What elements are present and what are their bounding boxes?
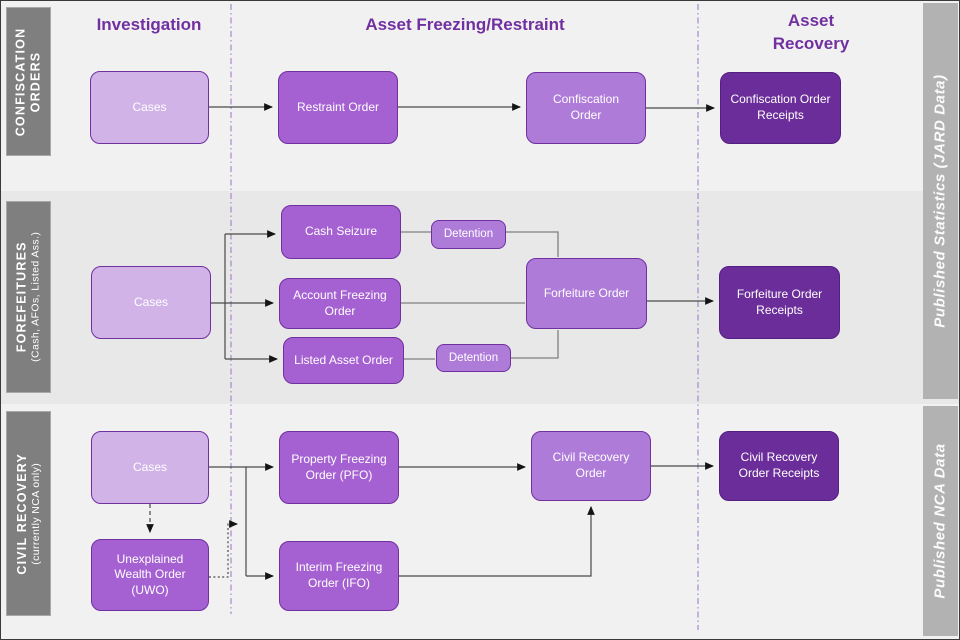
row-label-confiscation-orders: CONFISCATION ORDERS bbox=[6, 7, 51, 156]
link-detention-forfeiture-bottom bbox=[511, 330, 559, 359]
link-detention-forfeiture-top bbox=[506, 231, 559, 257]
node-cases-confiscation: Cases bbox=[90, 71, 209, 144]
node-detention-bottom: Detention bbox=[436, 344, 511, 372]
node-cases-forfeitures: Cases bbox=[91, 266, 211, 339]
row-label-subtext: (currently NCA only) bbox=[29, 462, 42, 565]
header-investigation: Investigation bbox=[96, 15, 202, 34]
arrow-ifo-cro bbox=[399, 505, 595, 577]
row-label-subtext: (Cash, AFOs, Listed Ass.) bbox=[29, 231, 42, 363]
node-listed-asset-order: Listed Asset Order bbox=[283, 337, 404, 384]
node-detention-top: Detention bbox=[431, 220, 506, 249]
row-label-text: CIVIL RECOVERY bbox=[14, 452, 29, 575]
arrow-uwo-branch-dotted bbox=[209, 520, 239, 578]
side-label-jard-data: Published Statistics (JARD Data) bbox=[923, 3, 958, 399]
side-label-text: Published Statistics (JARD Data) bbox=[931, 74, 949, 328]
row-label-text: CONFISCATION ORDERS bbox=[13, 27, 43, 136]
node-interim-freezing-order: Interim Freezing Order (IFO) bbox=[279, 541, 399, 611]
node-account-freezing-order: Account Freezing Order bbox=[279, 278, 401, 329]
header-asset-freezing: Asset Freezing/Restraint bbox=[365, 15, 565, 34]
node-cases-civil: Cases bbox=[91, 431, 209, 504]
row-label-civil-recovery: CIVIL RECOVERY (currently NCA only) bbox=[6, 411, 51, 616]
side-label-nca-data: Published NCA Data bbox=[923, 406, 958, 636]
node-forfeiture-receipts: Forfeiture Order Receipts bbox=[719, 266, 840, 339]
node-civil-recovery-receipts: Civil Recovery Order Receipts bbox=[719, 431, 839, 501]
row-label-text: FOREFEITURES bbox=[14, 241, 29, 353]
row-label-forfeitures: FOREFEITURES (Cash, AFOs, Listed Ass.) bbox=[6, 201, 51, 393]
node-unexplained-wealth-order: Unexplained Wealth Order (UWO) bbox=[91, 539, 209, 611]
header-asset-recovery: Asset Recovery bbox=[772, 11, 850, 53]
node-property-freezing-order: Property Freezing Order (PFO) bbox=[279, 431, 399, 504]
node-restraint-order: Restraint Order bbox=[278, 71, 398, 144]
node-confiscation-order: Confiscation Order bbox=[526, 72, 646, 144]
node-forfeiture-order: Forfeiture Order bbox=[526, 258, 647, 329]
node-confiscation-receipts: Confiscation Order Receipts bbox=[720, 72, 841, 144]
side-label-text: Published NCA Data bbox=[931, 443, 949, 599]
node-civil-recovery-order: Civil Recovery Order bbox=[531, 431, 651, 501]
branch-cases-forfeiture bbox=[211, 234, 226, 359]
node-cash-seizure: Cash Seizure bbox=[281, 205, 401, 259]
